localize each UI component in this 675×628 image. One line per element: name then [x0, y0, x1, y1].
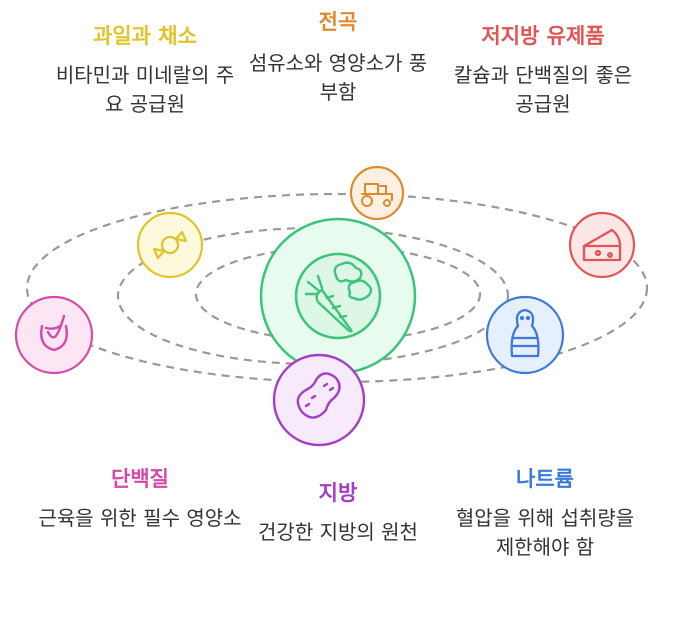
cheese-icon	[582, 228, 622, 262]
sodium-label: 나트륨 혈압을 위해 섭취량을 제한해야 함	[420, 466, 670, 562]
salt-shaker-icon	[510, 308, 540, 358]
peanut-icon	[296, 372, 341, 419]
dairy-title: 저지방 유제품	[481, 24, 605, 48]
dairy-node[interactable]	[568, 211, 636, 279]
vegetables-carrot-icon	[304, 261, 373, 333]
tractor-icon	[361, 183, 393, 207]
sodium-description: 혈압을 위해 섭취량을 제한해야 함	[455, 506, 635, 559]
protein-node[interactable]	[14, 295, 94, 375]
protein-shake-icon	[40, 314, 68, 352]
grains-node[interactable]	[349, 165, 405, 221]
fat-label: 지방 건강한 지방의 원천	[228, 480, 448, 547]
candy-icon	[152, 230, 188, 260]
sodium-title: 나트륨	[516, 467, 574, 491]
fat-node[interactable]	[272, 353, 366, 447]
grains-description: 섬유소와 영양소가 풍부함	[248, 51, 428, 104]
protein-description: 근육을 위한 필수 영양소	[38, 506, 242, 530]
fat-description: 건강한 지방의 원천	[258, 520, 418, 544]
fruits-label: 과일과 채소 비타민과 미네랄의 주요 공급원	[20, 23, 270, 119]
fat-title: 지방	[318, 481, 358, 505]
fruits-description: 비타민과 미네랄의 주요 공급원	[55, 63, 235, 116]
protein-title: 단백질	[111, 467, 169, 491]
grains-label: 전곡 섬유소와 영양소가 풍부함	[238, 9, 438, 107]
fruits-node[interactable]	[136, 211, 204, 279]
sodium-node[interactable]	[485, 295, 565, 375]
fruits-title: 과일과 채소	[93, 24, 197, 48]
protein-label: 단백질 근육을 위한 필수 영양소	[15, 466, 265, 533]
middle-orbit	[116, 226, 510, 366]
center-node	[259, 217, 417, 375]
dairy-description: 칼슘과 단백질의 좋은 공급원	[453, 63, 633, 116]
dairy-label: 저지방 유제품 칼슘과 단백질의 좋은 공급원	[418, 23, 668, 119]
grains-title: 전곡	[318, 10, 358, 34]
